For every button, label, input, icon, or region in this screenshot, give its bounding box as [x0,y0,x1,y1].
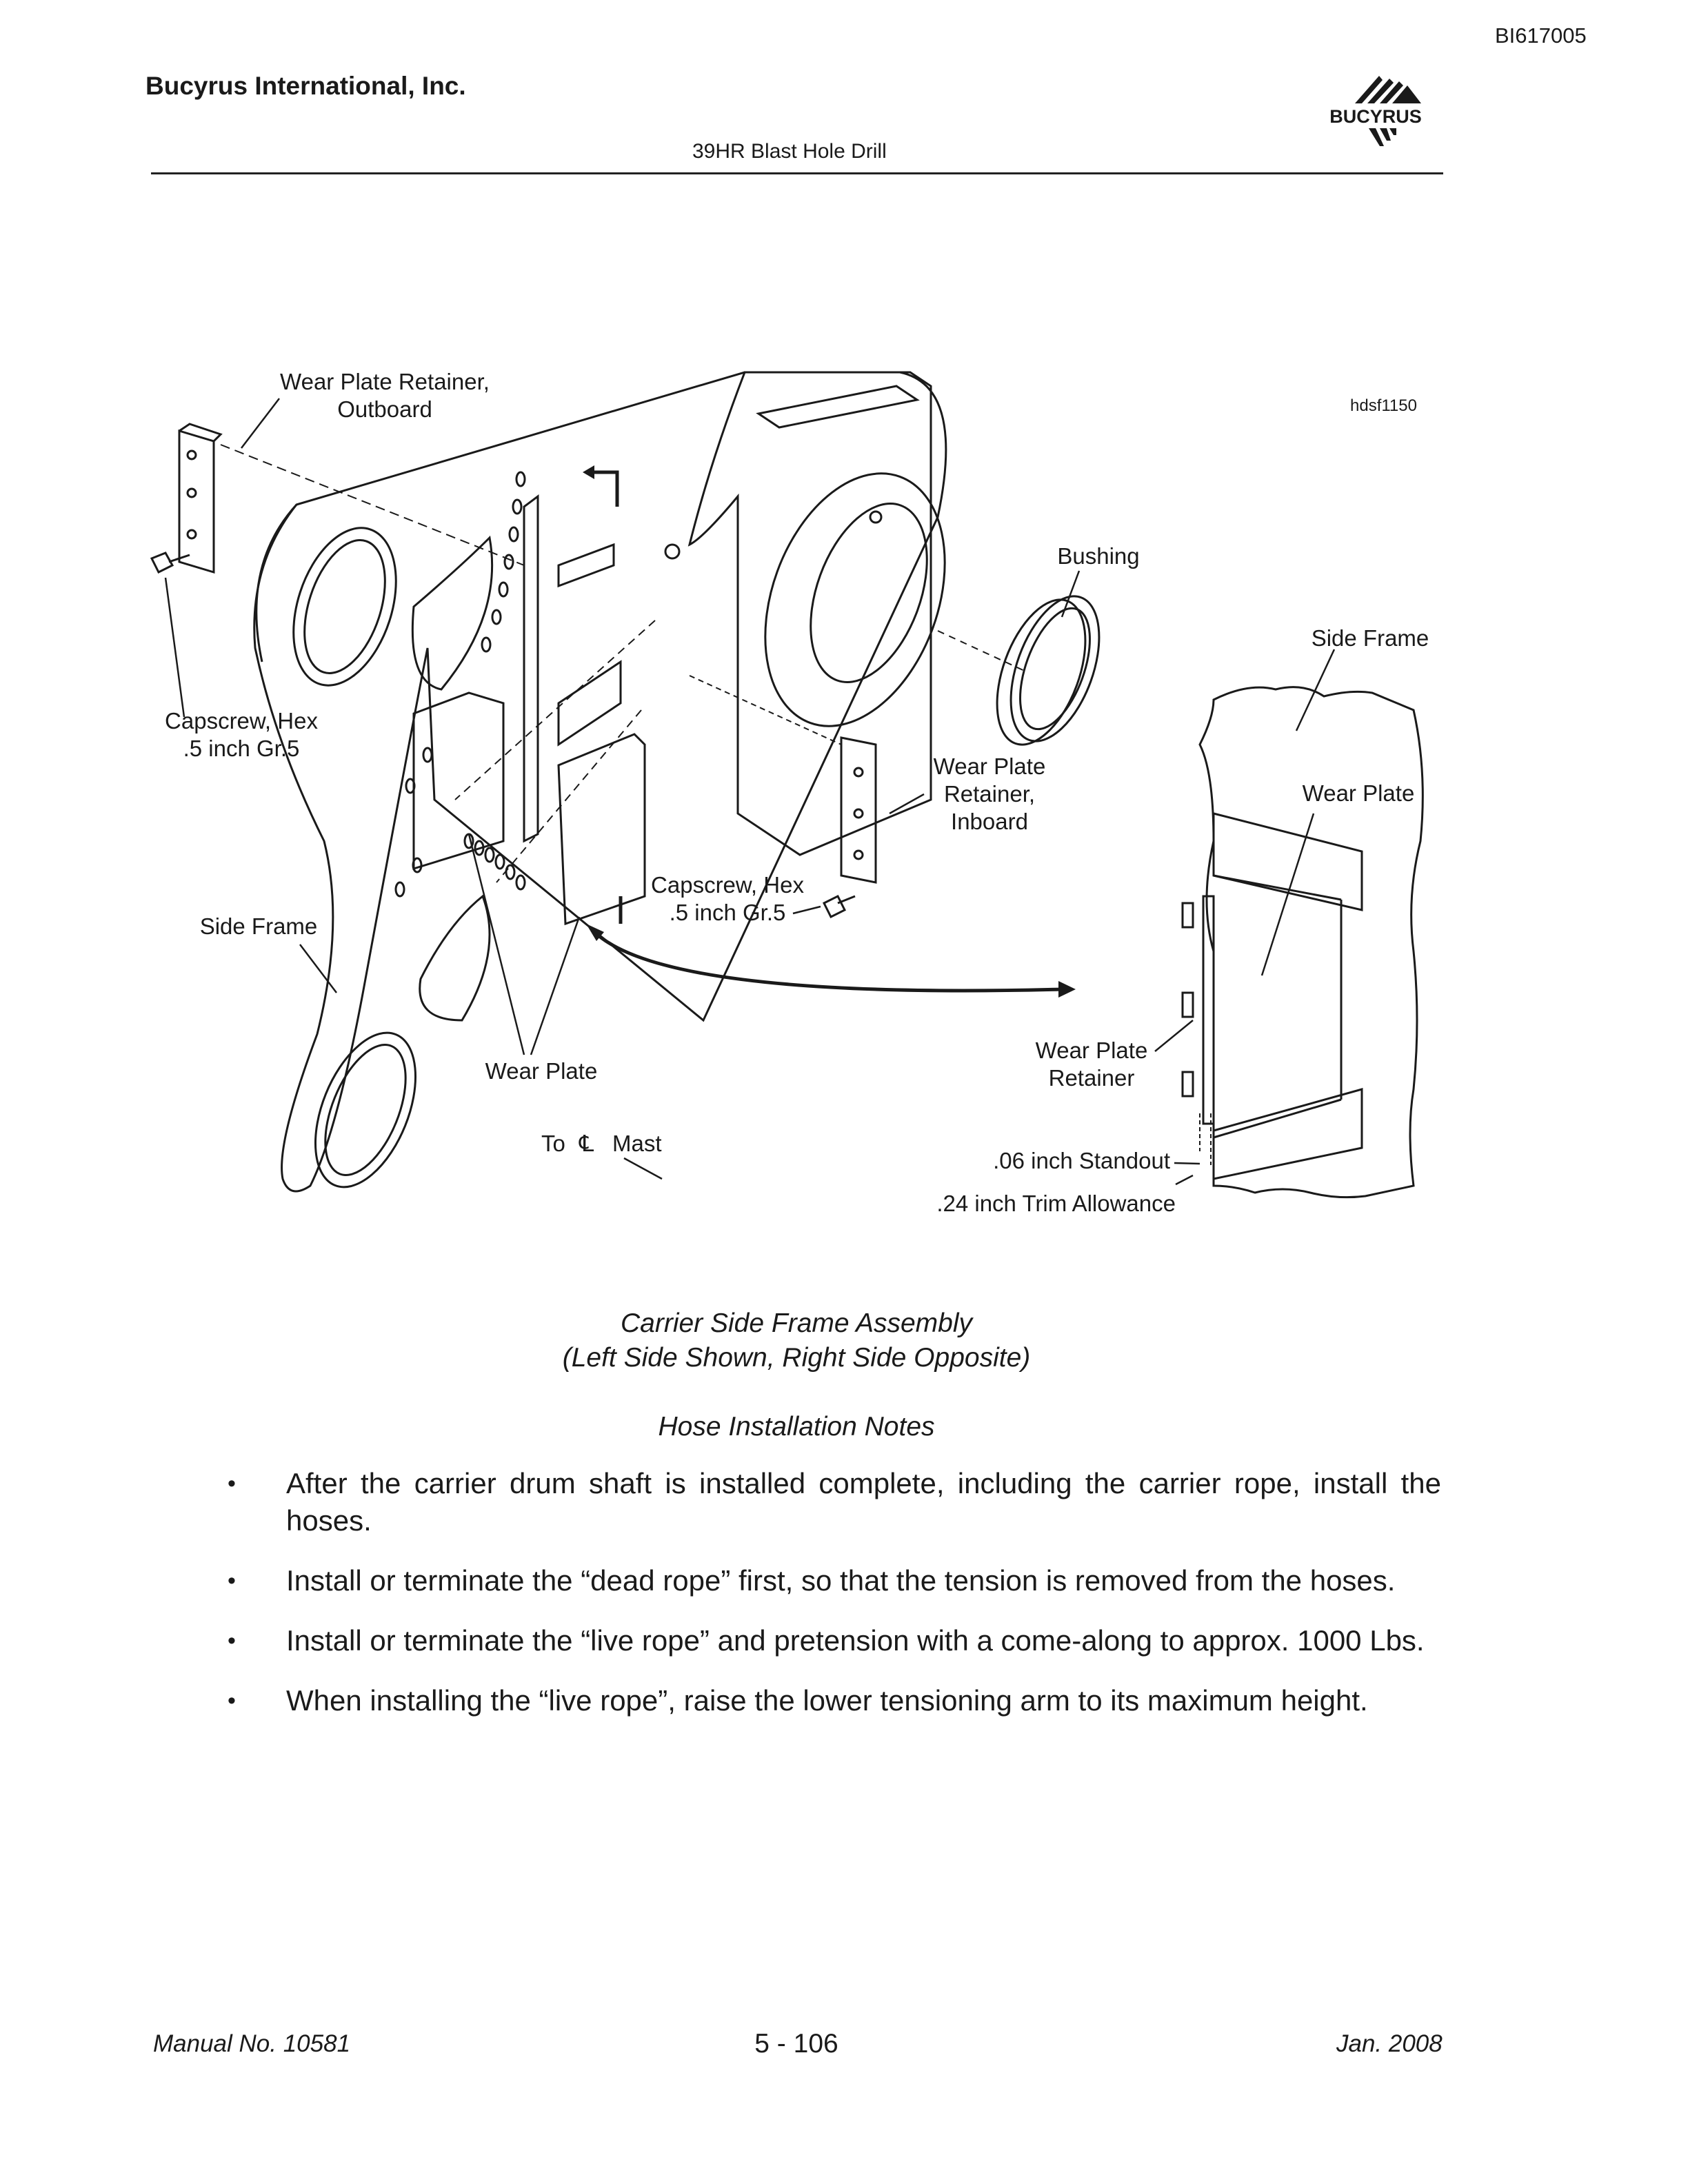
side-frame-slot-lower [419,894,491,1022]
side-frame-upper-hole [292,527,397,687]
footer-manual-number: Manual No. 10581 [153,2030,351,2057]
header-rule [151,172,1443,174]
direction-arrow-up [586,470,619,507]
housing-block [687,371,932,856]
product-name: 39HR Blast Hole Drill [692,140,887,163]
note-item: Install or terminate the “live rope” and… [221,1622,1441,1659]
carrier-side-frame-figure: hdsf1150 Wear Plate Retainer, Outboard C… [150,369,1429,1216]
company-name: Bucyrus International, Inc. [145,72,466,100]
wear-plate-retainer-outboard [178,429,215,574]
wear-plate-block-upper [557,543,615,588]
label-wear-plate-retainer-outboard-2: Outboard [337,396,432,422]
detail-retainer [1202,895,1215,1125]
label-wear-plate-main: Wear Plate [485,1058,598,1084]
bolt-hole-arc [463,833,526,891]
detail-pointer-arrow [592,929,1063,993]
logo-text: BUCYRUS [1329,106,1422,127]
caption-line-1: Carrier Side Frame Assembly [620,1308,972,1338]
label-centerline-symbol: ℄ [579,1131,594,1156]
note-item: When installing the “live rope”, raise t… [221,1682,1441,1719]
detail-side-frame [1198,686,1424,1199]
label-capscrew-left: Capscrew, Hex [165,708,318,734]
detail-wear-plate-bottom [1212,1088,1363,1180]
side-frame-slot-upper [411,535,494,691]
center-plate [523,494,539,843]
label-wear-plate-retainer-detail-2: Retainer [1049,1065,1135,1091]
housing-bore [764,472,946,727]
capscrew-left [150,552,190,574]
bushing-part [996,595,1101,746]
label-wear-plate-retainer-detail: Wear Plate [1036,1038,1148,1063]
caption-line-2: (Left Side Shown, Right Side Opposite) [562,1343,1031,1373]
capscrew-center [822,894,856,919]
label-wear-plate-retainer-inboard-3: Inboard [951,809,1028,834]
figure-caption: Carrier Side Frame Assembly (Left Side S… [0,1306,1593,1375]
label-wear-plate-retainer-inboard-2: Retainer, [944,781,1035,807]
label-capscrew-left-2: .5 inch Gr.5 [183,736,300,761]
wear-plate-retainer-inboard [840,736,877,884]
bolt-hole-column [394,471,526,898]
label-to-mast-suffix: Mast [612,1131,662,1156]
label-bushing: Bushing [1057,543,1139,569]
fastener-top [664,543,681,560]
wear-plate-block-right [557,733,646,926]
side-frame-body [253,371,947,1193]
leader-lines [164,398,1336,1186]
figure-id: hdsf1150 [1350,396,1417,415]
label-side-frame-main: Side Frame [200,913,318,939]
detail-wear-plate-top [1212,812,1363,911]
label-capscrew-center-2: .5 inch Gr.5 [670,900,786,925]
label-side-frame-detail: Side Frame [1312,625,1429,651]
label-wear-plate-retainer-inboard: Wear Plate [934,754,1046,779]
bucyrus-logo: BUCYRUS [1329,76,1422,146]
footer-date: Jan. 2008 [1336,2030,1443,2057]
label-capscrew-center: Capscrew, Hex [651,872,804,898]
label-trim-allowance: .24 inch Trim Allowance [936,1191,1176,1216]
note-item: After the carrier drum shaft is installe… [221,1465,1441,1539]
label-to-mast-prefix: To [541,1131,565,1156]
document-id: BI617005 [1495,23,1587,48]
footer-page-number: 5 - 106 [754,2029,838,2059]
label-wear-plate-retainer-outboard: Wear Plate Retainer, [280,369,490,394]
notes-list: After the carrier drum shaft is installe… [221,1465,1441,1742]
label-standout: .06 inch Standout [993,1148,1170,1173]
label-wear-plate-detail: Wear Plate [1303,780,1415,806]
wear-plate-block-left [412,691,505,871]
side-frame-lower-hole [314,1031,417,1189]
note-item: Install or terminate the “dead rope” fir… [221,1562,1441,1599]
notes-title: Hose Installation Notes [658,1412,935,1442]
